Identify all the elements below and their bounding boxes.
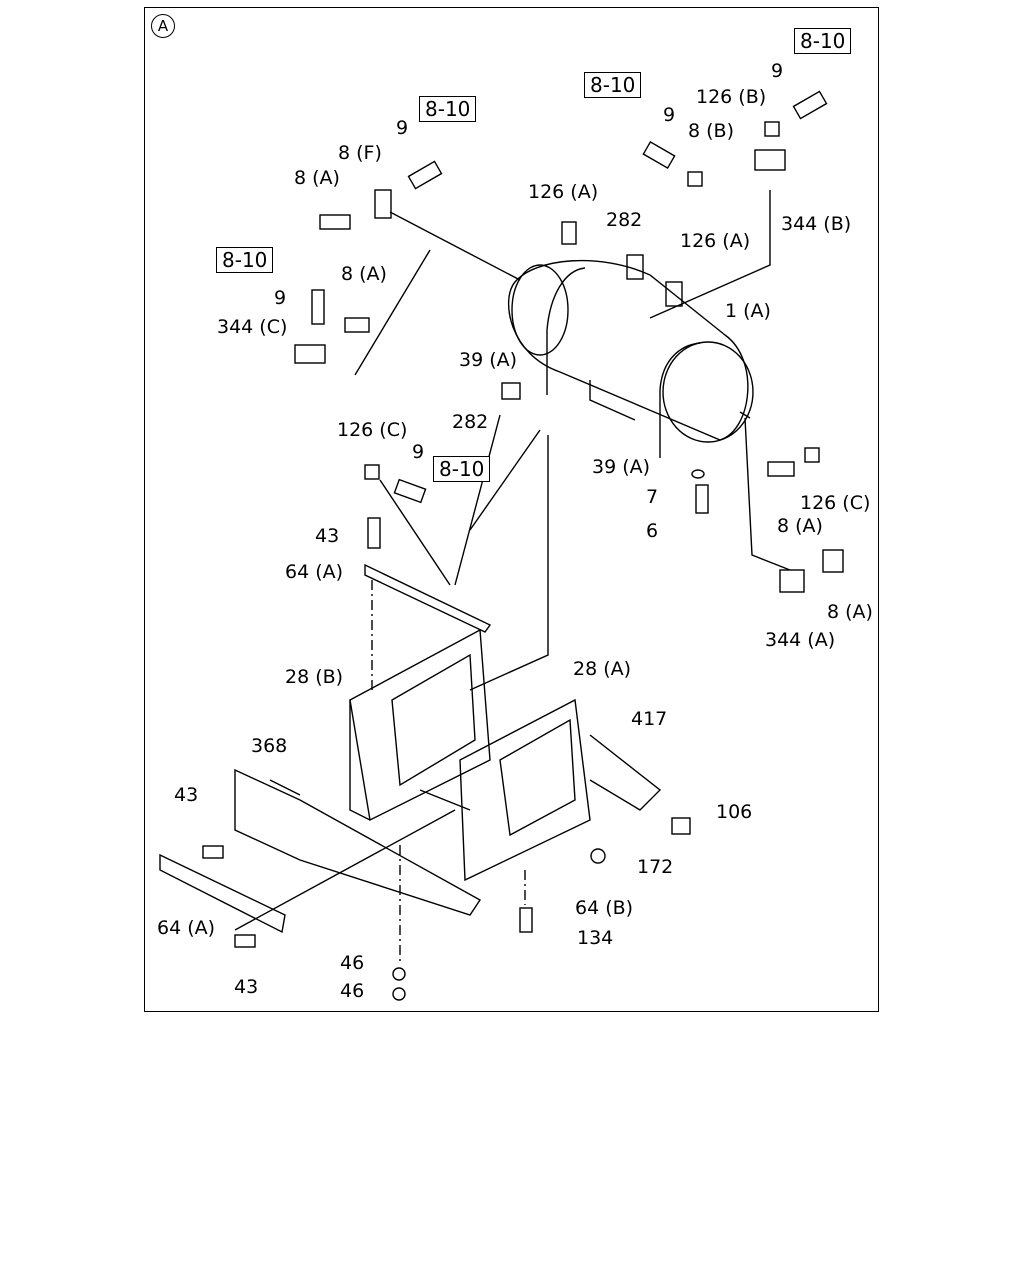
callout-9: 9 (663, 104, 676, 126)
callout-9: 9 (396, 117, 409, 139)
callout-8a: 8 (A) (777, 515, 823, 537)
section-marker: A (151, 14, 175, 38)
callout-46: 46 (340, 952, 365, 974)
air-tank (507, 259, 754, 443)
callout-126b: 126 (B) (696, 86, 767, 108)
callout-172: 172 (637, 856, 674, 878)
callout-9: 9 (412, 441, 425, 463)
callout-134: 134 (577, 927, 614, 949)
callout-8a: 8 (A) (294, 167, 340, 189)
callout-8f: 8 (F) (338, 142, 382, 164)
callout-39a: 39 (A) (459, 349, 518, 371)
callout-368: 368 (251, 735, 288, 757)
callout-1a: 1 (A) (725, 300, 771, 322)
ref-box-label: 8-10 (419, 96, 477, 122)
callout-8a: 8 (A) (827, 601, 873, 623)
callout-39a: 39 (A) (592, 456, 651, 478)
callout-282: 282 (452, 411, 489, 433)
bracket-28a (459, 698, 591, 882)
callout-46: 46 (340, 980, 365, 1002)
callout-43: 43 (174, 784, 199, 806)
callout-126c: 126 (C) (337, 419, 408, 441)
callout-9: 9 (274, 287, 287, 309)
callout-126c: 126 (C) (800, 492, 871, 514)
fittings (202, 90, 844, 1001)
callout-43: 43 (315, 525, 340, 547)
callout-64a: 64 (A) (285, 561, 344, 583)
callout-344b: 344 (B) (781, 213, 852, 235)
callout-126a: 126 (A) (680, 230, 751, 252)
callout-28a: 28 (A) (573, 658, 632, 680)
ref-box-label: 8-10 (216, 247, 274, 273)
callout-8a: 8 (A) (341, 263, 387, 285)
bracket-28b (349, 628, 491, 822)
callout-417: 417 (631, 708, 668, 730)
callout-64a: 64 (A) (157, 917, 216, 939)
callout-106: 106 (716, 801, 753, 823)
callout-126a: 126 (A) (528, 181, 599, 203)
callout-6: 6 (646, 520, 659, 542)
callout-8b: 8 (B) (688, 120, 734, 142)
leader-lines (234, 190, 791, 965)
callout-344c: 344 (C) (217, 316, 288, 338)
callout-28b: 28 (B) (285, 666, 344, 688)
callout-9: 9 (771, 60, 784, 82)
cross-member (159, 563, 662, 934)
ref-box-label: 8-10 (794, 28, 852, 54)
tank-straps (546, 267, 701, 458)
diagram-frame (144, 7, 879, 1012)
ref-box-label: 8-10 (433, 456, 491, 482)
ref-box-label: 8-10 (584, 72, 642, 98)
callout-43: 43 (234, 976, 259, 998)
callout-344a: 344 (A) (765, 629, 836, 651)
callout-282: 282 (606, 209, 643, 231)
callout-7: 7 (646, 486, 659, 508)
callout-64b: 64 (B) (575, 897, 634, 919)
